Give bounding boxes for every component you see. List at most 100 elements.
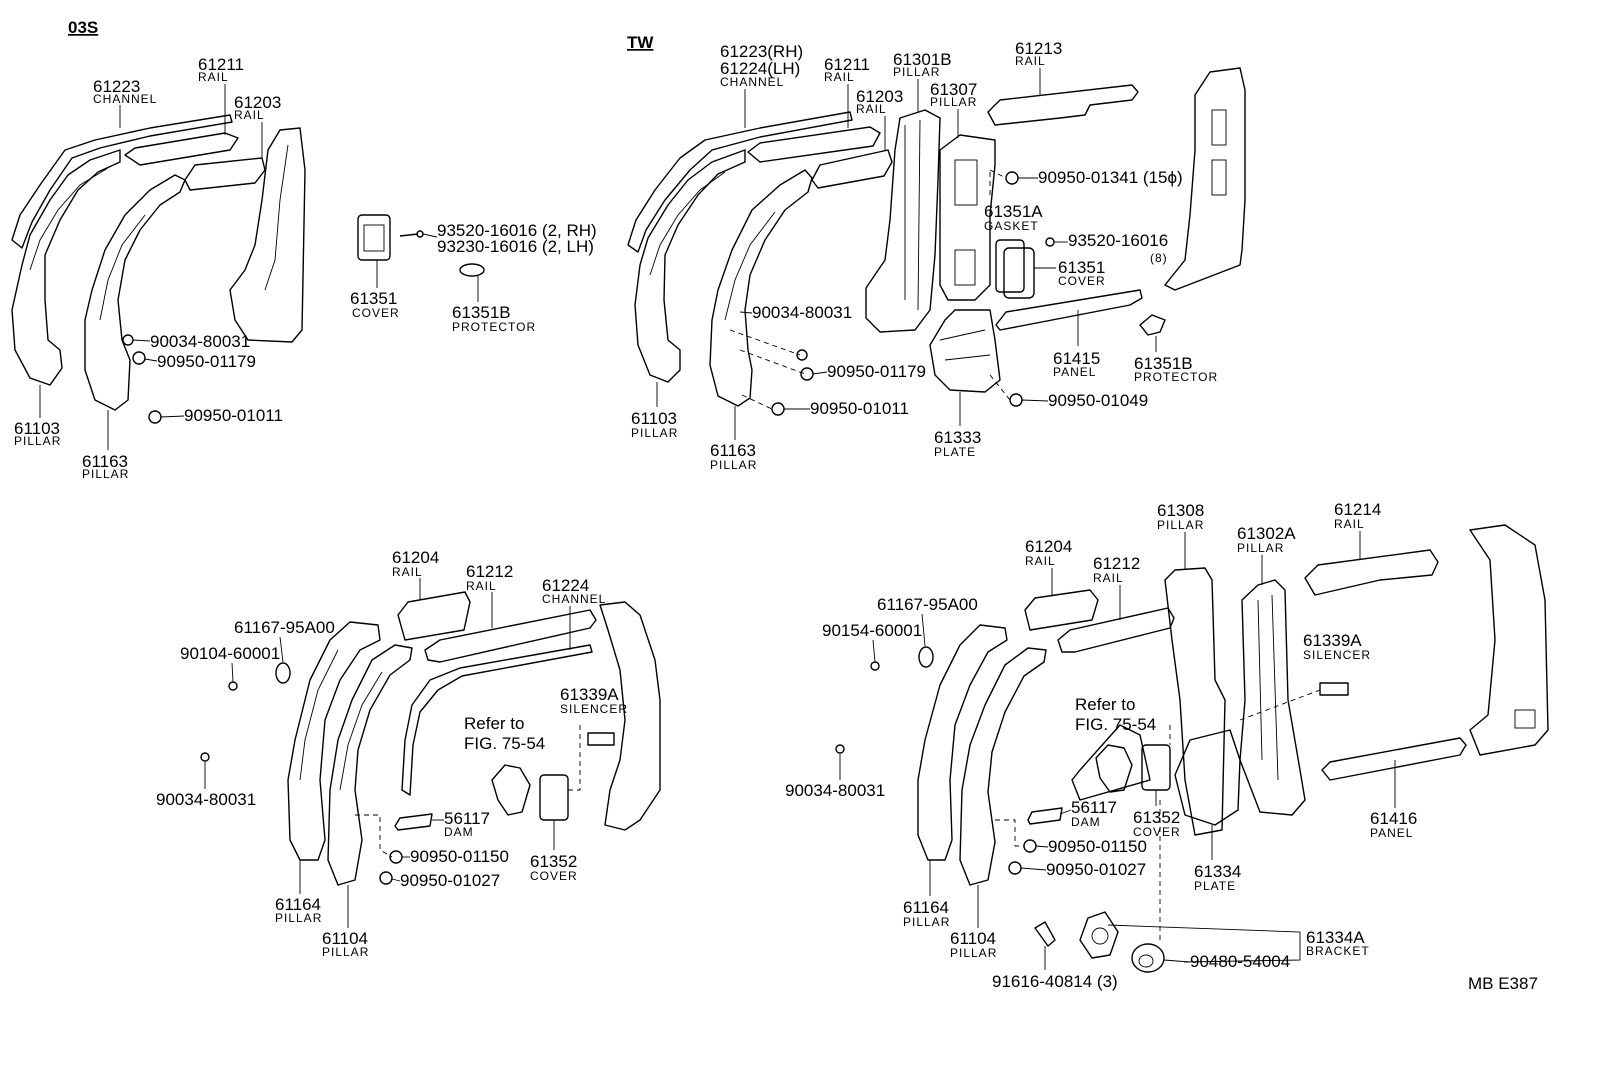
plate-61334-drawing	[1174, 729, 1241, 826]
callout-number: 61339A	[1303, 631, 1362, 650]
drawing-tw	[627, 67, 1246, 416]
callout-number: 61301B	[893, 50, 952, 69]
bolt-90034-80031-br-drawing	[835, 744, 845, 754]
callout-number: 90950-01179	[827, 362, 926, 381]
silencer-61339a-br-drawing	[1319, 682, 1349, 696]
channel-br-drawing	[1071, 724, 1151, 801]
callout-name: CHANNEL	[93, 92, 157, 106]
callout-name: PILLAR	[275, 911, 322, 925]
callout-name: PILLAR	[930, 95, 977, 109]
callout-name: DAM	[444, 825, 474, 839]
clip-61167-95a00-br-drawing	[918, 646, 934, 668]
callout-number: 61224(LH)	[720, 59, 800, 78]
clip-61167-95a00-drawing	[275, 662, 291, 684]
callout-number: 61351	[350, 289, 397, 308]
body-side-panel-bl-drawing	[599, 601, 661, 831]
body-side-panel-tw-drawing	[1164, 67, 1246, 291]
cover-61351-tw-drawing	[1003, 247, 1035, 299]
callout-name: PILLAR	[322, 945, 369, 959]
callout-number: 90950-01011	[810, 399, 909, 418]
pillar-61104-br-drawing	[959, 647, 1047, 886]
callout-number: 90034-80031	[150, 332, 250, 351]
callout-number: 61103	[631, 409, 677, 428]
callout-number: 90950-01150	[410, 847, 509, 866]
callout-name: RAIL	[234, 108, 265, 122]
callout-number: 61104	[950, 929, 996, 948]
protector-61351b-drawing	[459, 263, 485, 277]
gasket-61351a-drawing	[995, 239, 1025, 293]
bolt-91616-40814-drawing	[1034, 921, 1056, 947]
callout-name: PLATE	[934, 445, 976, 459]
page-code: MB E387	[1468, 974, 1538, 993]
callout-name: PILLAR	[1157, 518, 1204, 532]
callout-name: PILLAR	[893, 65, 940, 79]
callout-number: 61213	[1015, 39, 1062, 58]
callout-name: PANEL	[1370, 826, 1413, 840]
callout-number: 61334A	[1306, 928, 1365, 947]
callout-name: PILLAR	[631, 426, 678, 440]
callout-number: 61103	[14, 419, 60, 438]
grommet-90950-01011-drawing	[148, 410, 162, 424]
cover-61351-drawing	[357, 214, 391, 261]
pillar-61104-drawing	[327, 644, 413, 886]
rail-61203-drawing	[184, 157, 266, 191]
grommet-90480-54004-drawing	[1131, 943, 1165, 973]
callout-number: 61351	[1058, 258, 1105, 277]
rail-61212-drawing	[424, 609, 597, 663]
callout-number: 61211	[198, 55, 244, 74]
grommet-90950-01027-drawing	[379, 871, 393, 885]
plate-61333-drawing	[929, 309, 1001, 393]
body-side-panel-03s-drawing	[229, 127, 306, 343]
callout-name: RAIL	[198, 70, 229, 84]
callout-number: 61211	[824, 55, 870, 74]
callout-number: 61224	[542, 576, 589, 595]
reference-text: Refer to	[464, 714, 524, 733]
callout-name: COVER	[530, 869, 578, 883]
grommet-90950-01341-drawing	[1005, 171, 1019, 185]
callout-number: 61164	[903, 898, 949, 917]
screw-93520-16016-tw-drawing	[1045, 237, 1055, 247]
callout-name: PILLAR	[950, 946, 997, 960]
pillar-61103-tw-drawing	[634, 149, 746, 383]
rail-61204-drawing	[397, 591, 471, 641]
bolt-90034-80031-drawing	[122, 334, 134, 346]
refer-bracket-right-drawing	[1095, 744, 1133, 793]
panel-61416-drawing	[1321, 737, 1467, 781]
protector-61351b-tw-drawing	[1139, 314, 1166, 336]
callout-number: 61415	[1053, 349, 1100, 368]
callout-number: 90950-01011	[184, 406, 283, 425]
callout-number: 61352	[530, 852, 577, 871]
grommet-90950-01011-tw-drawing	[771, 402, 785, 416]
dam-56117-drawing	[394, 813, 433, 831]
refer-bracket-left-drawing	[491, 764, 531, 816]
callout-name: PANEL	[1053, 365, 1096, 379]
channel-61223-drawing	[11, 114, 233, 249]
pillar-61308-drawing	[1164, 567, 1226, 836]
callout-number: 61351A	[984, 202, 1043, 221]
pillar-61163-tw-drawing	[709, 169, 813, 407]
callout-number: 61333	[934, 428, 981, 447]
callout-name: COVER	[1058, 274, 1106, 288]
callout-number: 61163	[82, 452, 128, 471]
drawing-bottom-left	[200, 591, 661, 886]
callout-name: GASKET	[984, 219, 1039, 233]
callout-number: 90034-80031	[156, 790, 256, 809]
pillar-61103-drawing	[11, 149, 121, 386]
callout-name: RAIL	[1334, 517, 1365, 531]
pillar-61307-drawing	[939, 134, 996, 301]
callout-name: PILLAR	[82, 467, 129, 481]
callout-number: 56117	[1071, 798, 1117, 817]
callout-name: PROTECTOR	[452, 320, 536, 334]
rail-61211-tw-drawing	[747, 126, 881, 163]
reference-text: FIG. 75-54	[464, 734, 545, 753]
rail-61214-drawing	[1304, 549, 1439, 596]
reference-text: FIG. 75-54	[1075, 715, 1156, 734]
callout-number: 56117	[444, 809, 490, 828]
callout-number: 61334	[1194, 862, 1241, 881]
callout-number: 90104-60001	[180, 644, 280, 663]
callout-name: COVER	[352, 306, 400, 320]
callout-number: 61167-95A00	[234, 618, 335, 637]
callout-number: 61351B	[1134, 354, 1193, 373]
grommet-90950-01179-tw-drawing	[800, 367, 814, 381]
